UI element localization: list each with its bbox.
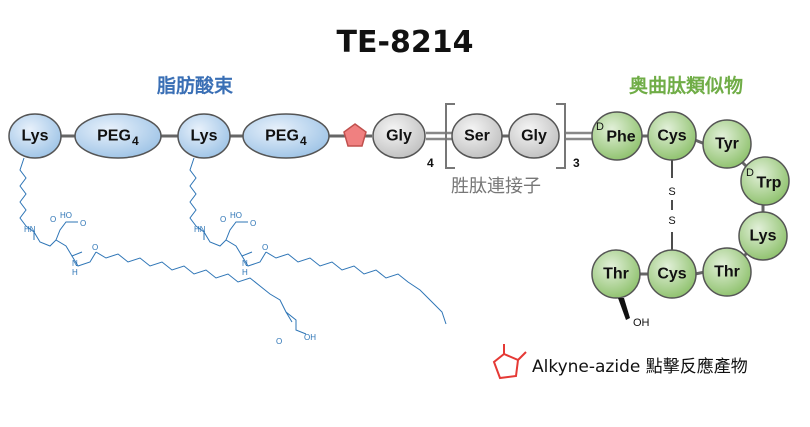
residue-dtrp: D Trp [740,156,790,206]
triazole-pentagon [343,123,367,147]
chem1-n: N [72,259,78,268]
chem2-n: N [242,259,248,268]
peg2-subscript: 4 [300,134,307,148]
dphe-label: Phe [606,129,635,146]
bracket-repeat: 3 [573,156,580,170]
gly-repeat: 4 [427,156,434,170]
residue-lys-oct: Lys [738,211,788,261]
triazole-icon [492,344,527,380]
chem2-h: H [242,268,248,277]
residue-peg1: PEG 4 [74,113,162,159]
chem2-hn: HN [194,225,206,234]
chem1-h: H [72,268,78,277]
chem1-o1: O [50,215,56,224]
chem2-o3: O [262,243,268,252]
lys1-label: Lys [22,128,49,145]
residue-lys1: Lys [8,113,62,159]
peptidomimetic-label: 奥曲肽類似物 [629,74,743,97]
cys2-label: Cys [657,266,686,283]
bracket-right [556,103,566,169]
residue-peg2: PEG 4 [242,113,330,159]
residue-thr2: Thr [591,249,641,299]
gly1-label: Gly [386,128,412,145]
residue-gly2: Gly [508,113,560,159]
gly2-label: Gly [521,128,547,145]
residue-ser: Ser [451,113,503,159]
lys-oct-label: Lys [750,228,777,245]
tyr-label: Tyr [715,136,739,153]
residue-cys1: Cys [647,111,697,161]
residue-lys2: Lys [177,113,231,159]
chem2-o2: O [250,219,256,228]
fatty-acid-label: 脂肪酸束 [157,74,234,97]
residue-thr1: Thr [702,247,752,297]
fatty-acid-structure-2 [189,157,447,325]
chem2-ho: HO [230,211,242,220]
disulfide-s1: S [668,186,675,198]
chem1-o4: O [276,337,282,346]
thr1-label: Thr [714,264,740,281]
chem1-o2: O [80,219,86,228]
lys2-label: Lys [191,128,218,145]
diagram-title: TE-8214 [337,25,474,60]
legend-label: Alkyne-azide 點擊反應產物 [532,356,748,377]
dtrp-label: Trp [757,175,782,192]
chem1-ho: HO [60,211,72,220]
chem1-oh: OH [304,333,316,342]
peg2-label: PEG [265,128,299,145]
chem1-hn: HN [24,225,36,234]
thr2-label: Thr [603,266,629,283]
peg1-label: PEG [97,128,131,145]
ser-label: Ser [464,128,490,145]
linker-label: 胜肽連接子 [451,176,541,197]
chem1-o3: O [92,243,98,252]
fatty-acid-structure-1 [19,157,307,335]
residue-cys2: Cys [647,249,697,299]
thr-oh-wedge [618,298,630,320]
residue-tyr: Tyr [702,119,752,169]
peg1-subscript: 4 [132,134,139,148]
bracket-left [445,103,455,169]
chem2-o1: O [220,215,226,224]
dphe-superscript: D [596,121,604,133]
disulfide-s2: S [668,215,675,227]
residue-gly1: Gly [372,113,426,159]
cys1-label: Cys [657,128,686,145]
dtrp-superscript: D [746,167,754,179]
residue-dphe: D Phe [591,111,643,161]
thr-oh-label: OH [633,317,650,329]
